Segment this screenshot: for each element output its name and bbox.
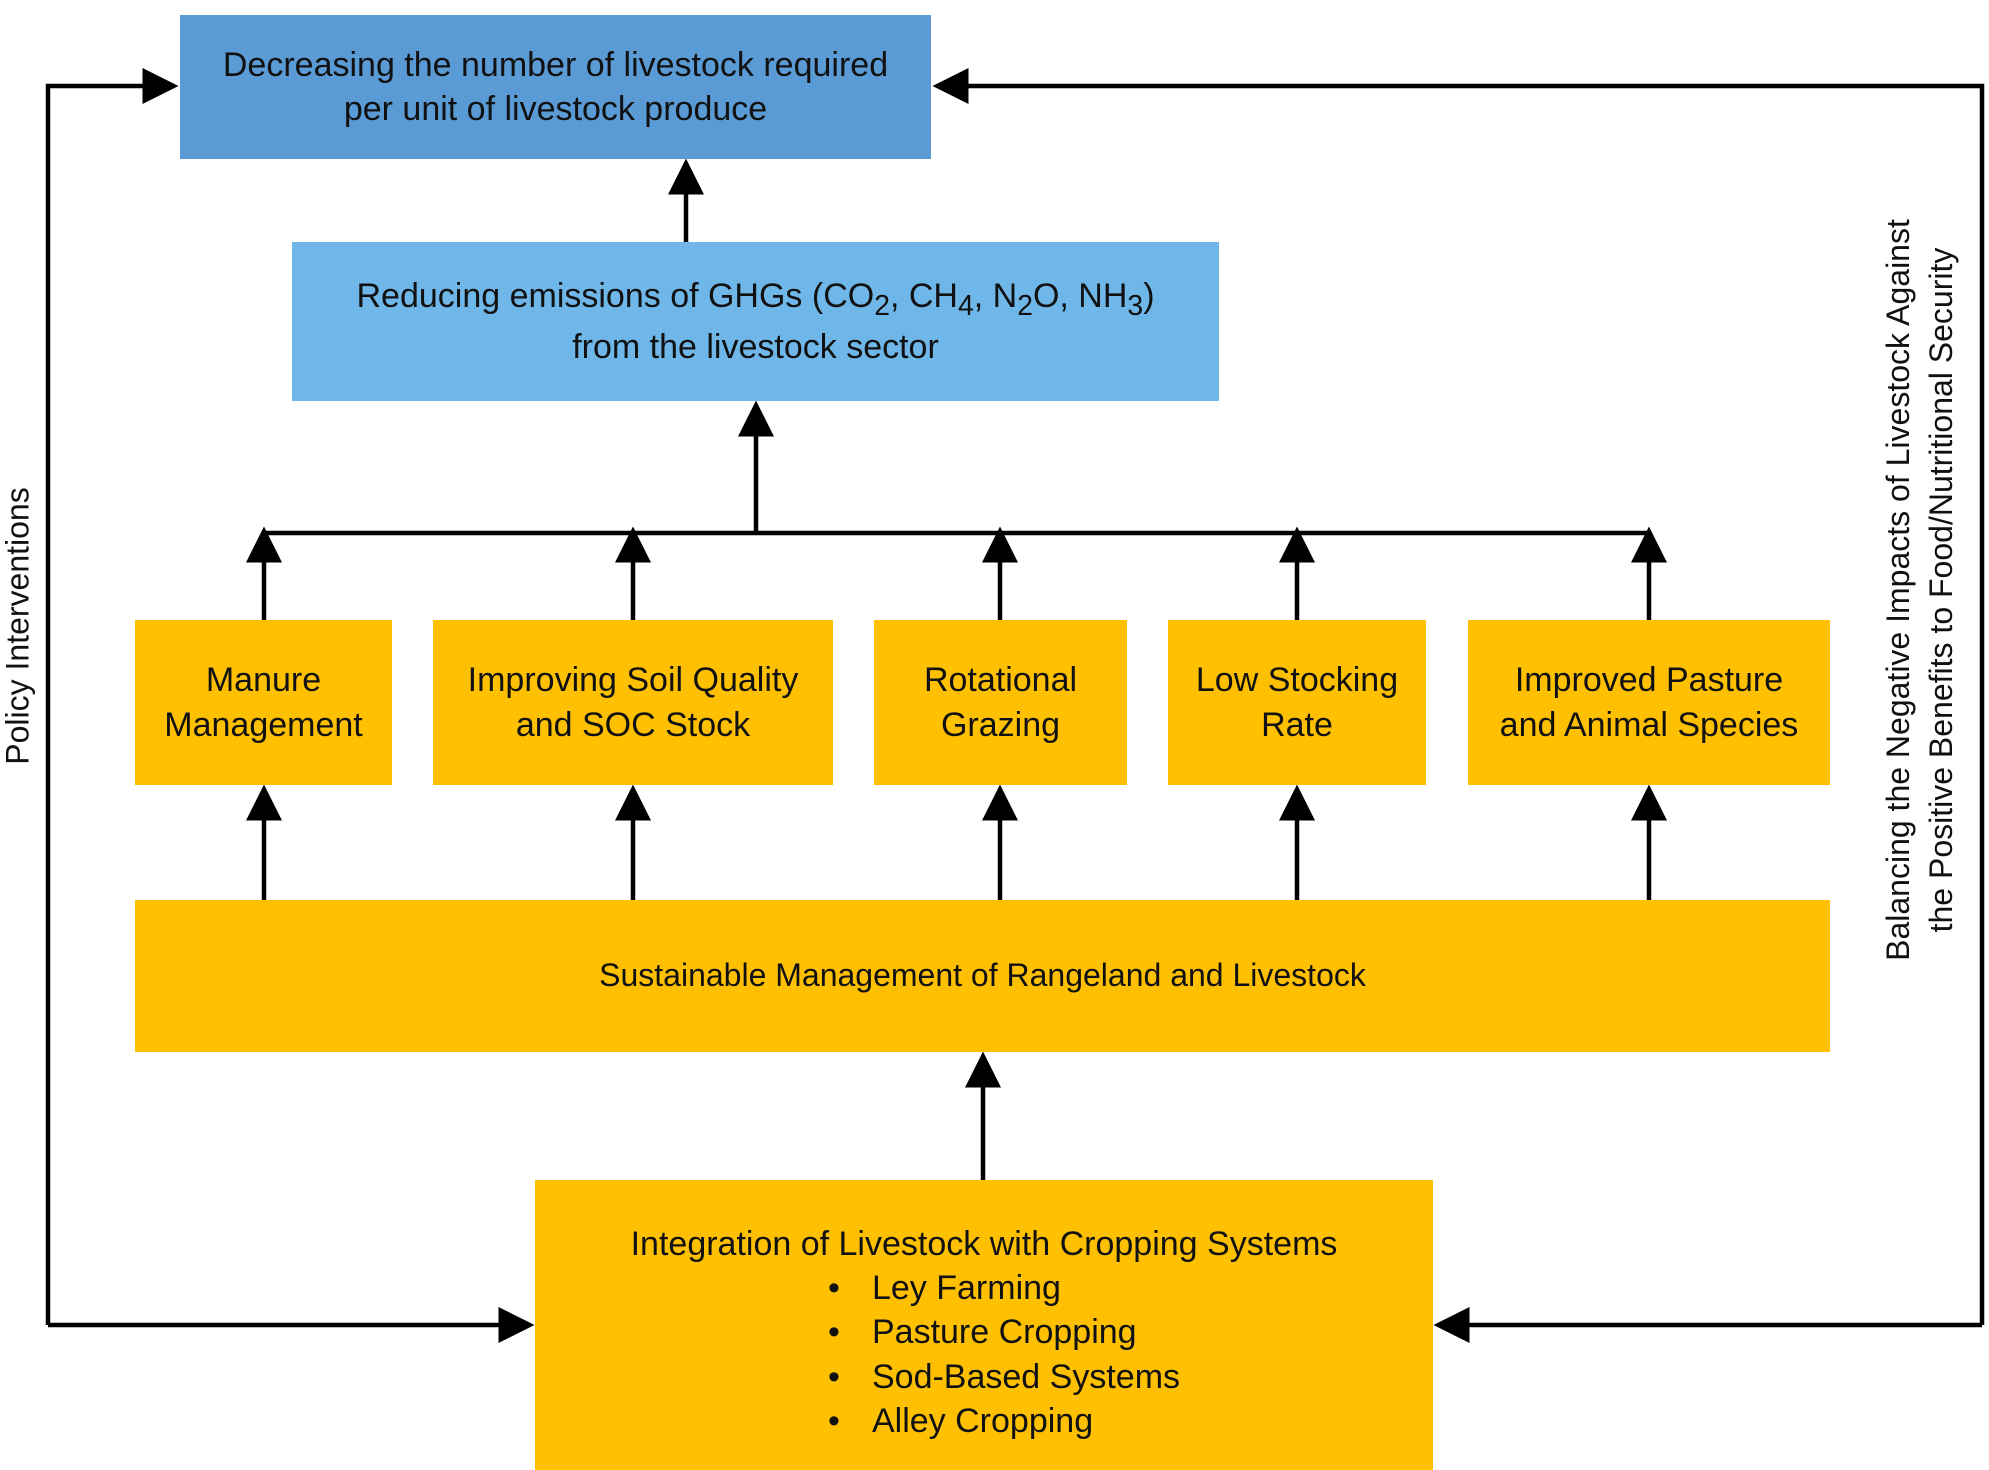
practice-label-line-1: Low Stocking [1195, 661, 1399, 700]
integration-box: Integration of Livestock with Cropping S… [535, 1180, 1433, 1470]
practice-box-manure-management: Manure Management [135, 620, 392, 785]
list-item: Sod-Based Systems [828, 1355, 1180, 1399]
balancing-label-line-2: the Positive Benefits to Food/Nutritiona… [1923, 247, 1959, 933]
integration-list: Ley Farming Pasture Cropping Sod-Based S… [828, 1266, 1180, 1443]
ghg-line-1: Reducing emissions of GHGs (CO2, CH4, N2… [356, 274, 1154, 325]
practice-label-line-2: and SOC Stock [515, 705, 751, 744]
nh3-subscript: 3 [1127, 289, 1144, 322]
list-item: Alley Cropping [828, 1399, 1180, 1443]
integration-title: Integration of Livestock with Cropping S… [630, 1225, 1338, 1263]
practice-label-line-1: Manure [205, 661, 322, 700]
practice-label-line-2: Rate [1261, 705, 1333, 744]
ghg-reduction-box: Reducing emissions of GHGs (CO2, CH4, N2… [292, 242, 1219, 401]
practice-label-line-1: Improving Soil Quality [467, 661, 799, 700]
goal-line-2: per unit of livestock produce [343, 90, 768, 128]
loop-left-to-top [45, 68, 179, 1325]
ghg-text-onh: O, NH [1032, 277, 1128, 316]
goal-box: Decreasing the number of livestock requi… [180, 15, 931, 159]
practice-label-line-1: Rotational [923, 661, 1078, 700]
practice-label-line-1: Improved Pasture [1514, 661, 1784, 700]
ghg-text-suffix: ) [1143, 277, 1155, 316]
ghg-text-ch: , CH [889, 277, 958, 316]
list-item: Ley Farming [828, 1266, 1180, 1310]
practice-box-rotational-grazing: Rotational Grazing [874, 620, 1127, 785]
n2o-subscript: 2 [1017, 289, 1033, 322]
sustainable-management-box: Sustainable Management of Rangeland and … [135, 900, 1830, 1052]
loop-right-to-top [932, 68, 1985, 1325]
co2-subscript: 2 [874, 289, 890, 322]
practice-box-low-stocking-rate: Low Stocking Rate [1168, 620, 1426, 785]
goal-line-1: Decreasing the number of livestock requi… [222, 45, 889, 84]
ghg-line-2: from the livestock sector [572, 327, 939, 366]
practice-box-soil-quality: Improving Soil Quality and SOC Stock [433, 620, 833, 785]
ghg-text-prefix: Reducing emissions of GHGs (CO [356, 277, 875, 316]
practice-box-improved-pasture: Improved Pasture and Animal Species [1468, 620, 1830, 785]
balancing-label: Balancing the Negative Impacts of Livest… [1877, 219, 1963, 961]
ch4-subscript: 4 [957, 289, 974, 322]
policy-interventions-label: Policy Interventions [0, 487, 36, 765]
sustainable-management-label: Sustainable Management of Rangeland and … [599, 957, 1366, 994]
list-item: Pasture Cropping [828, 1310, 1180, 1354]
ghg-text-n: , N [973, 277, 1018, 316]
practice-label-line-2: Management [164, 705, 363, 744]
practice-label-line-2: and Animal Species [1499, 705, 1799, 744]
practice-label-line-2: Grazing [940, 705, 1061, 744]
balancing-label-line-1: Balancing the Negative Impacts of Livest… [1879, 219, 1916, 961]
